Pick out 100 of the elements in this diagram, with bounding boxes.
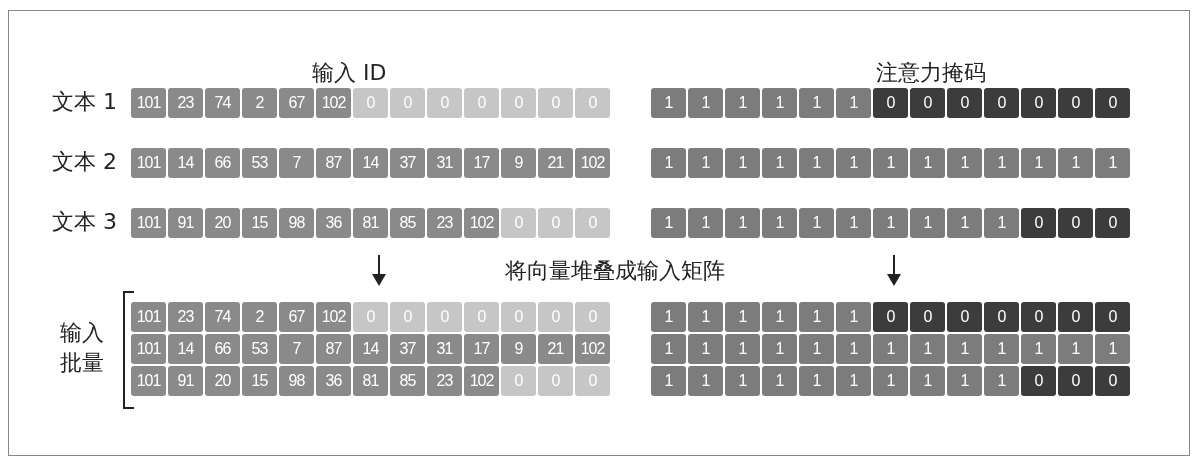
token-id-cell: 17: [464, 334, 499, 364]
mask-cell: 0: [947, 88, 982, 118]
mask-cell: 1: [651, 334, 686, 364]
mask-cell: 1: [725, 334, 760, 364]
mask-cell: 1: [910, 366, 945, 396]
token-id-cell: 2: [242, 302, 277, 332]
token-id-cell: 0: [501, 302, 536, 332]
mask-cell: 1: [651, 366, 686, 396]
mask-cell: 1: [836, 208, 871, 238]
token-id-cell: 0: [464, 88, 499, 118]
mask-cell: 1: [873, 334, 908, 364]
mask-cell: 1: [762, 88, 797, 118]
mask-cell: 0: [1095, 208, 1130, 238]
token-id-cell: 9: [501, 334, 536, 364]
mask-cell: 1: [688, 148, 723, 178]
token-id-cell: 36: [316, 208, 351, 238]
token-id-cell: 102: [575, 148, 610, 178]
token-id-cell: 2: [242, 88, 277, 118]
mask-cell: 1: [984, 208, 1019, 238]
token-id-cell: 66: [205, 334, 240, 364]
token-id-cell: 21: [538, 148, 573, 178]
mask-cell: 0: [1095, 366, 1130, 396]
token-id-cell: 15: [242, 366, 277, 396]
row-label: 文本 1: [52, 88, 117, 116]
mask-cell: 1: [688, 302, 723, 332]
mask-cell: 0: [1021, 208, 1056, 238]
token-id-cell: 31: [427, 334, 462, 364]
token-id-cell: 0: [353, 302, 388, 332]
mask-cell: 0: [873, 302, 908, 332]
token-id-cell: 85: [390, 366, 425, 396]
token-id-cell: 21: [538, 334, 573, 364]
mask-cell: 1: [725, 88, 760, 118]
token-id-cell: 23: [427, 208, 462, 238]
mask-cell: 0: [1021, 302, 1056, 332]
mask-cell: 1: [799, 208, 834, 238]
token-id-cell: 102: [316, 302, 351, 332]
token-id-cell: 67: [279, 302, 314, 332]
batch-label: 输入批量: [60, 319, 105, 377]
mask-cell: 1: [762, 334, 797, 364]
token-id-cell: 23: [427, 366, 462, 396]
token-id-cell: 87: [316, 334, 351, 364]
mask-cell: 1: [984, 366, 1019, 396]
mask-cell: 0: [984, 302, 1019, 332]
row-label: 文本 3: [52, 208, 117, 236]
token-id-cell: 0: [538, 208, 573, 238]
token-id-cell: 0: [390, 302, 425, 332]
token-id-cell: 81: [353, 208, 388, 238]
mask-cell: 1: [947, 366, 982, 396]
mask-cell: 1: [836, 302, 871, 332]
token-id-cell: 31: [427, 148, 462, 178]
token-id-cell: 102: [316, 88, 351, 118]
token-id-cell: 101: [131, 334, 166, 364]
token-id-cell: 7: [279, 334, 314, 364]
mask-cell: 0: [984, 88, 1019, 118]
token-id-cell: 0: [538, 302, 573, 332]
mask-cell: 1: [1058, 148, 1093, 178]
token-id-cell: 91: [168, 208, 203, 238]
token-id-cell: 74: [205, 88, 240, 118]
mask-cell: 1: [799, 334, 834, 364]
mask-cell: 1: [799, 148, 834, 178]
row-label: 文本 2: [52, 148, 117, 176]
token-id-cell: 74: [205, 302, 240, 332]
token-id-cell: 0: [427, 302, 462, 332]
mask-cell: 1: [799, 302, 834, 332]
token-id-cell: 101: [131, 366, 166, 396]
mask-cell: 1: [799, 88, 834, 118]
mask-cell: 1: [762, 302, 797, 332]
mask-cell: 1: [947, 334, 982, 364]
token-id-cell: 15: [242, 208, 277, 238]
mask-cell: 1: [1058, 334, 1093, 364]
mask-cell: 1: [984, 148, 1019, 178]
column-heading: 输入 ID: [312, 59, 387, 87]
mask-cell: 1: [725, 366, 760, 396]
token-id-cell: 0: [501, 366, 536, 396]
token-id-cell: 0: [353, 88, 388, 118]
mask-cell: 1: [651, 148, 686, 178]
token-id-cell: 98: [279, 366, 314, 396]
mask-cell: 0: [1095, 88, 1130, 118]
mask-cell: 1: [836, 148, 871, 178]
mask-cell: 0: [1021, 88, 1056, 118]
mask-cell: 0: [910, 302, 945, 332]
caption-text: 将向量堆叠成输入矩阵: [505, 257, 725, 285]
mask-cell: 1: [873, 366, 908, 396]
mask-cell: 0: [1058, 302, 1093, 332]
token-id-cell: 0: [501, 208, 536, 238]
mask-cell: 1: [836, 366, 871, 396]
token-id-cell: 0: [501, 88, 536, 118]
token-id-cell: 101: [131, 208, 166, 238]
token-id-cell: 0: [575, 302, 610, 332]
token-id-cell: 0: [575, 208, 610, 238]
token-id-cell: 0: [464, 302, 499, 332]
mask-cell: 0: [873, 88, 908, 118]
token-id-cell: 0: [427, 88, 462, 118]
token-id-cell: 0: [575, 88, 610, 118]
mask-cell: 0: [947, 302, 982, 332]
mask-cell: 1: [1021, 148, 1056, 178]
token-id-cell: 23: [168, 88, 203, 118]
mask-cell: 1: [984, 334, 1019, 364]
token-id-cell: 20: [205, 366, 240, 396]
mask-cell: 1: [688, 334, 723, 364]
